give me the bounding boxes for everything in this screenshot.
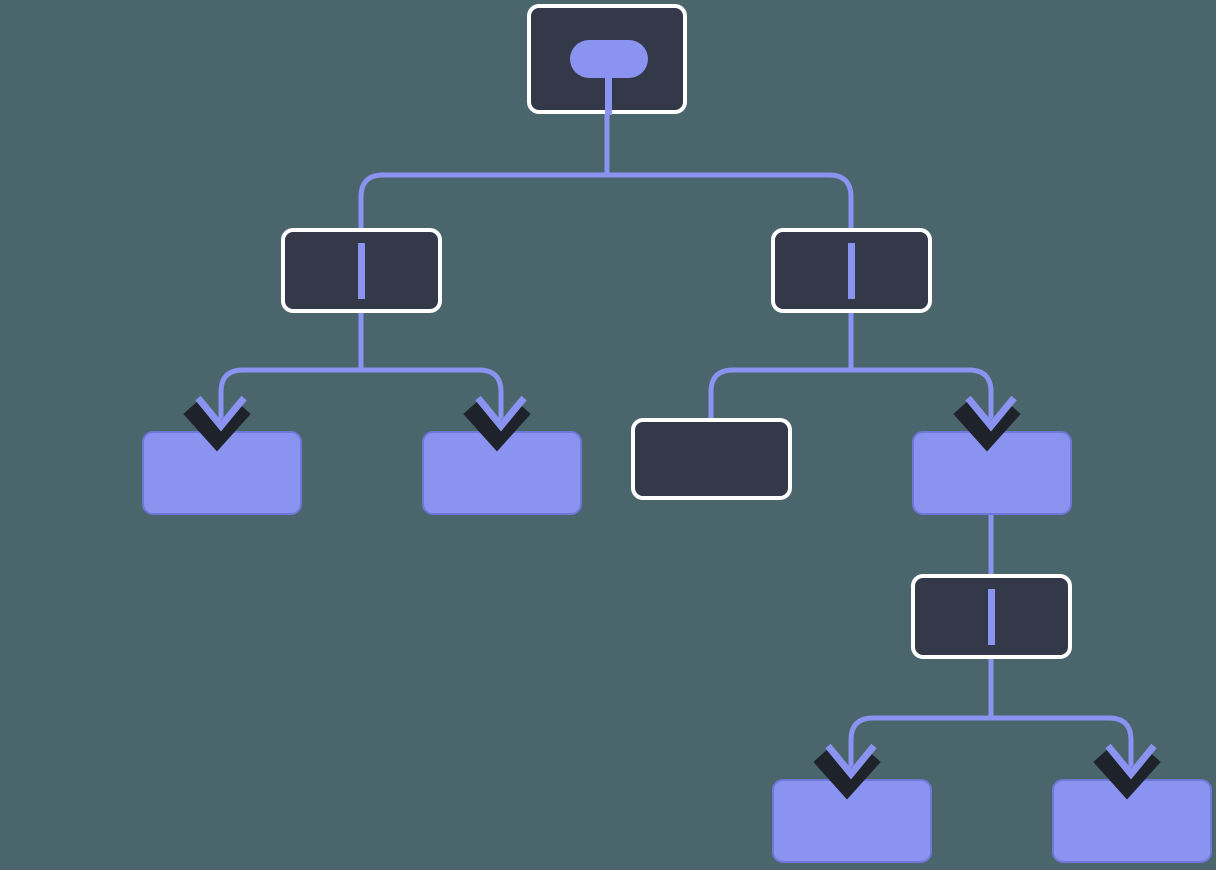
edge-level1-right-to-branch-node-arrowhead: [953, 395, 1021, 452]
edge-level1-left-to-leaf-one[interactable]: [218, 313, 364, 431]
level1-right-node[interactable]: [771, 228, 932, 313]
edge-level1-right-to-branch-node[interactable]: [848, 313, 994, 431]
edge-level3-to-leaf-two-arrowhead-shadow: [1093, 749, 1161, 800]
level2-dark-leaf[interactable]: [631, 418, 792, 500]
edge-root-to-level1-left[interactable]: [358, 114, 610, 228]
edge-level1-right-to-branch-node-arrowhead-shadow: [953, 401, 1021, 452]
root-node[interactable]: [527, 4, 687, 115]
edge-level3-to-leaf-one-arrowhead-shadow: [813, 749, 881, 800]
edge-level1-right-to-branch-node-arrowhead-tip: [965, 395, 1017, 432]
edge-level3-to-leaf-one-arrowhead: [813, 743, 881, 800]
level1-left-node[interactable]: [281, 228, 442, 313]
level1-right-node-through-line: [848, 243, 855, 299]
edge-level3-to-leaf-one[interactable]: [848, 659, 994, 779]
edge-level1-left-to-leaf-one-arrowhead-shadow: [183, 401, 251, 452]
edge-level1-right-to-dark-leaf[interactable]: [708, 313, 854, 418]
edge-level1-left-to-leaf-one-arrowhead-tip: [195, 395, 247, 432]
edge-level3-to-leaf-two[interactable]: [988, 659, 1134, 779]
root-node-pill-stem: [605, 60, 612, 115]
edge-level3-to-leaf-two-arrowhead: [1093, 743, 1161, 800]
arrows-layer: [183, 395, 1161, 800]
root-node-pill: [570, 40, 648, 78]
edge-level1-left-to-leaf-two[interactable]: [358, 313, 504, 431]
edge-level1-left-to-leaf-two-arrowhead-tip: [475, 395, 527, 432]
edge-level1-left-to-leaf-two-arrowhead: [463, 395, 531, 452]
nodes-layer: [142, 4, 1212, 863]
edge-root-to-level1-right[interactable]: [604, 114, 854, 228]
level3-dark-node-through-line: [988, 589, 995, 645]
edge-level1-left-to-leaf-one-arrowhead: [183, 395, 251, 452]
edge-level1-left-to-leaf-two-arrowhead-shadow: [463, 401, 531, 452]
edge-level3-to-leaf-one-arrowhead-tip: [825, 743, 877, 780]
level3-dark-node[interactable]: [911, 574, 1072, 659]
edge-level3-to-leaf-two-arrowhead-tip: [1105, 743, 1157, 780]
level1-left-node-through-line: [358, 243, 365, 299]
level2-dark-leaf-shape[interactable]: [631, 418, 792, 500]
edges-layer: [218, 114, 1134, 779]
